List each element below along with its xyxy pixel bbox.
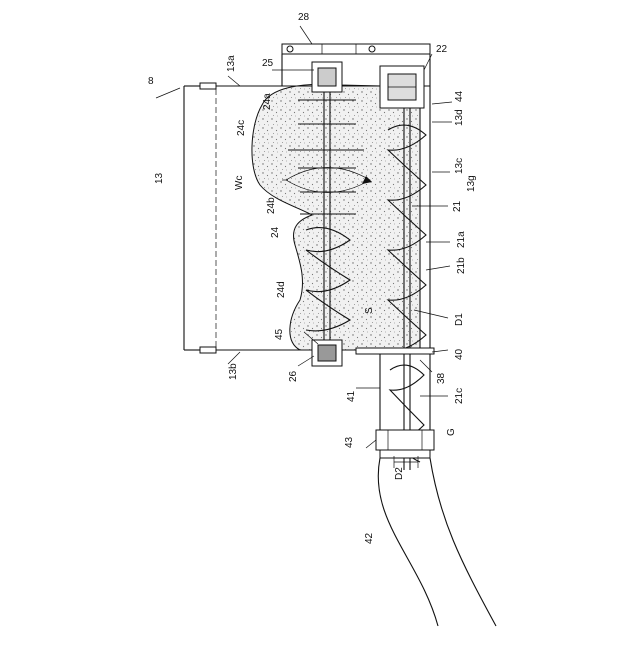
- label-13: 13: [154, 172, 165, 184]
- label-26: 26: [288, 370, 299, 382]
- label-21b: 21b: [456, 257, 467, 274]
- label-13g: 13g: [466, 175, 477, 192]
- label-wc: Wc: [234, 176, 245, 190]
- label-40: 40: [454, 348, 465, 360]
- lower-bearing: [312, 340, 342, 366]
- label-25: 25: [262, 58, 274, 69]
- label-24a: 24a: [262, 93, 273, 110]
- label-d1: D1: [454, 313, 465, 326]
- label-g: G: [446, 428, 457, 436]
- outlet-tube: [356, 348, 434, 458]
- label-45: 45: [274, 328, 285, 340]
- side-wall: [420, 86, 430, 350]
- motor-unit: [380, 66, 424, 108]
- label-13a: 13a: [226, 55, 237, 72]
- label-8: 8: [148, 76, 154, 87]
- label-41: 41: [346, 390, 357, 402]
- label-13c: 13c: [454, 158, 465, 174]
- label-21: 21: [452, 200, 463, 212]
- label-24d: 24d: [276, 281, 287, 298]
- label-24: 24: [270, 226, 281, 238]
- label-38: 38: [436, 372, 447, 384]
- label-44: 44: [454, 90, 465, 102]
- label-21a: 21a: [456, 231, 467, 248]
- upper-bearing: [312, 62, 342, 92]
- label-28: 28: [298, 12, 310, 23]
- label-13d: 13d: [454, 109, 465, 126]
- label-43: 43: [344, 436, 355, 448]
- label-13b: 13b: [228, 363, 239, 380]
- label-24b: 24b: [266, 197, 277, 214]
- hose: [378, 458, 496, 626]
- label-21c: 21c: [454, 388, 465, 404]
- label-24c: 24c: [236, 120, 247, 136]
- label-s: S: [364, 307, 375, 314]
- label-d2: D2: [394, 467, 405, 480]
- label-22: 22: [436, 44, 448, 55]
- label-42: 42: [364, 532, 375, 544]
